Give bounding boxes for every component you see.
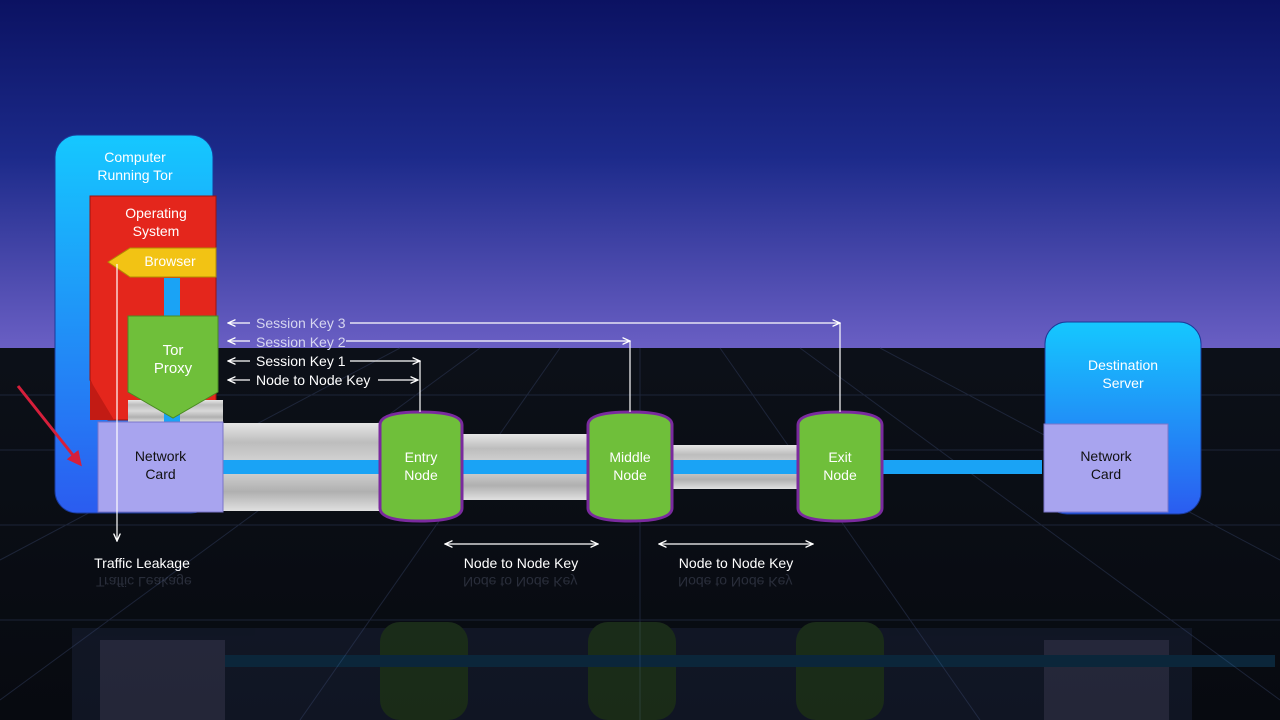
network-card-destination	[1043, 423, 1169, 513]
middle-node	[586, 410, 674, 523]
entry-node	[378, 410, 464, 523]
browser-tag	[107, 247, 217, 278]
red-pointer-arrow	[16, 385, 82, 467]
node-shapes	[378, 410, 884, 523]
tor-proxy-shield	[127, 315, 219, 419]
exit-node	[796, 410, 884, 523]
floor-reflection	[72, 622, 1275, 720]
key-arrows	[117, 264, 840, 544]
operating-system-tip	[90, 380, 114, 420]
network-card-local	[97, 421, 224, 513]
